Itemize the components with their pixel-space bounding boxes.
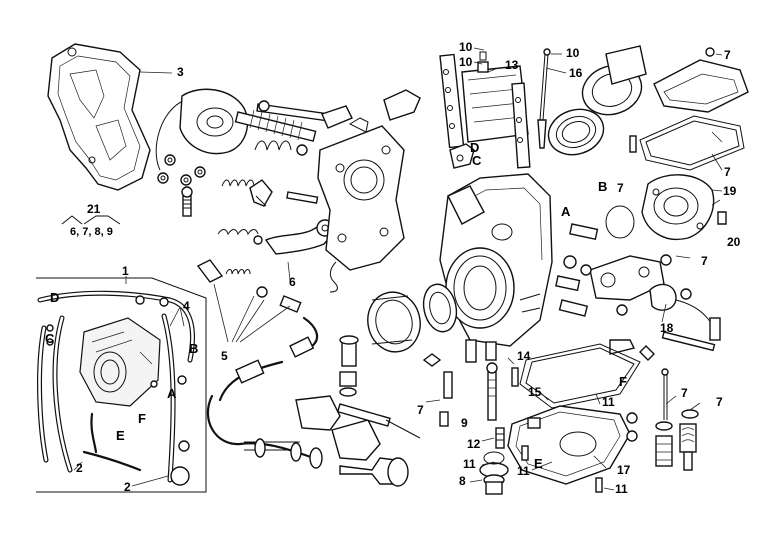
callout-14: 14 <box>517 349 531 363</box>
jet-needle-stack <box>439 47 567 169</box>
callout-16: 16 <box>569 66 583 80</box>
throttle-shaft-assembly <box>155 88 335 171</box>
callout-2-inset-a: 2 <box>76 461 83 475</box>
label-b-inset: B <box>189 341 199 356</box>
leader-lines <box>425 199 721 491</box>
callout-10-c: 10 <box>566 46 580 60</box>
callout-17: 17 <box>617 463 631 477</box>
callout-11-bottom: 11 <box>615 482 628 496</box>
label-e-inset: E <box>116 428 125 443</box>
callout-7-needle: 7 <box>716 395 723 409</box>
coil-spring-group <box>217 179 273 245</box>
inset-assembly-box <box>36 276 207 493</box>
label-e-main: E <box>534 456 543 471</box>
kit-21-bracket <box>61 215 121 225</box>
callout-15: 15 <box>528 385 542 399</box>
callout-7-jet: 7 <box>417 403 424 417</box>
choke-plunger-part <box>295 335 421 461</box>
callout-11-left-a: 11 <box>463 457 476 471</box>
callout-7-screw: 7 <box>681 386 688 400</box>
callout-7-fitting: 7 <box>701 254 708 268</box>
float-bowl-part <box>507 405 631 485</box>
label-a-main: A <box>561 204 571 219</box>
callout-5: 5 <box>221 349 228 363</box>
bowl-gasket-part <box>519 343 641 409</box>
long-screw-part <box>609 331 716 361</box>
top-cover-part <box>653 47 749 113</box>
callout-3: 3 <box>177 65 184 79</box>
mounting-plate-part <box>317 117 405 293</box>
airbox-cover-part <box>47 43 173 191</box>
jet-parts-9-7 <box>439 362 638 493</box>
label-b-main: B <box>598 179 608 194</box>
callout-8: 8 <box>459 474 466 488</box>
label-a-inset: A <box>167 386 177 401</box>
choke-lever-part <box>264 191 339 281</box>
callout-11-right: 11 <box>602 395 615 409</box>
callout-2-inset-b: 2 <box>124 480 131 494</box>
gasket-part <box>639 115 745 171</box>
label-d-inset: D <box>50 290 60 305</box>
pump-housing-part <box>605 174 727 240</box>
diaphragm-ring-part <box>547 45 647 156</box>
carburetor-body-part <box>439 173 553 363</box>
kit-21-contents: 6, 7, 8, 9 <box>70 226 113 238</box>
callout-7-top-right: 7 <box>724 48 731 62</box>
callout-21: 21 <box>87 202 101 216</box>
mixture-screw-part <box>655 368 701 471</box>
callout-12: 12 <box>467 437 481 451</box>
callout-10-b: 10 <box>459 55 473 69</box>
label-c-inset: C <box>45 331 55 346</box>
small-fasteners-left <box>157 154 206 217</box>
callout-13: 13 <box>505 58 519 72</box>
callout-4: 4 <box>183 299 190 313</box>
intake-boot-part <box>367 283 458 367</box>
callout-1: 1 <box>122 264 129 278</box>
cable-assembly-part <box>196 259 409 487</box>
clip-d-c <box>321 89 475 169</box>
fitting-bracket-18 <box>555 223 721 341</box>
label-f-main: F <box>619 374 627 389</box>
label-f-inset: F <box>138 411 146 426</box>
callout-10-a: 10 <box>459 40 473 54</box>
label-c-main: C <box>472 153 482 168</box>
callout-18: 18 <box>660 321 674 335</box>
drain-plug-part <box>479 427 509 495</box>
callout-19: 19 <box>723 184 737 198</box>
callout-7-gasket: 7 <box>724 165 731 179</box>
callout-6: 6 <box>289 275 296 289</box>
callout-7-pump: 7 <box>617 181 624 195</box>
callout-9: 9 <box>461 416 468 430</box>
label-d-main: D <box>470 140 480 155</box>
callout-20: 20 <box>727 235 741 249</box>
callout-11-left-b: 11 <box>517 464 530 478</box>
